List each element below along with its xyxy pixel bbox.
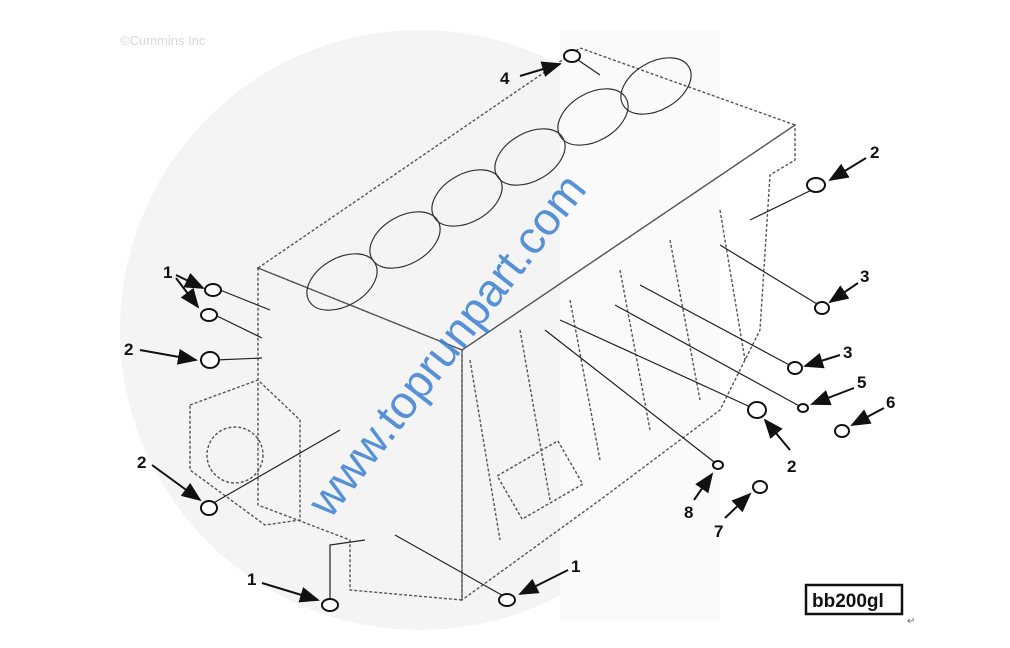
- leader-lines: [209, 59, 823, 603]
- callout-3: 3: [860, 267, 869, 286]
- background-logo-watermark: [120, 30, 720, 630]
- callout-6: 6: [886, 393, 895, 412]
- callout-1: 1: [571, 557, 580, 576]
- callout-8: 8: [684, 503, 693, 522]
- callout-3: 3: [843, 343, 852, 362]
- callout-2: 2: [787, 457, 796, 476]
- reference-label-box: bb200gl ↵: [804, 583, 915, 627]
- cylinder-bores: [306, 57, 692, 311]
- callout-7: 7: [714, 522, 723, 541]
- parts: [200, 49, 850, 612]
- callout-numbers: 4 2 1 2 3 3 5 6 2 8 7 2 1 1: [124, 69, 895, 589]
- copyright-text: ©Cummins Inc: [120, 33, 206, 48]
- callout-2: 2: [137, 453, 146, 472]
- reference-label: bb200gl: [812, 591, 884, 612]
- callout-arrows: [139, 61, 885, 603]
- engine-block: [189, 47, 797, 602]
- callout-2: 2: [124, 340, 133, 359]
- return-mark: ↵: [907, 616, 915, 627]
- callout-1: 1: [247, 570, 256, 589]
- callout-5: 5: [857, 373, 866, 392]
- callout-2: 2: [870, 143, 879, 162]
- callout-1: 1: [163, 263, 172, 282]
- callout-4: 4: [500, 69, 510, 88]
